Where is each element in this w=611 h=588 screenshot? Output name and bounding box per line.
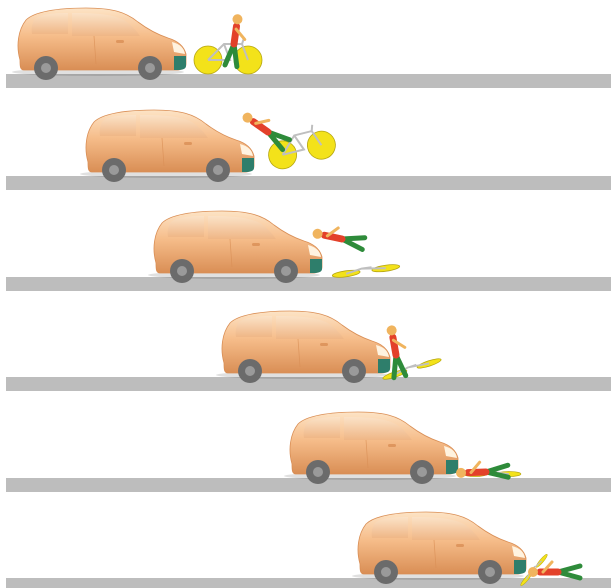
road-strip xyxy=(6,578,611,588)
wheel-hub xyxy=(41,63,51,73)
car-bumper xyxy=(174,56,186,70)
wheel-hub xyxy=(349,366,359,376)
car xyxy=(216,311,390,383)
dummy-head xyxy=(528,567,538,577)
cyclist-dummy xyxy=(311,223,365,249)
car xyxy=(80,110,254,182)
cyclist-dummy xyxy=(528,562,580,578)
car-door-handle xyxy=(320,343,328,346)
car-door-handle xyxy=(116,40,124,43)
wheel-hub xyxy=(417,467,427,477)
car xyxy=(148,211,322,283)
car xyxy=(284,412,458,484)
wheel-hub xyxy=(109,165,119,175)
road-strip xyxy=(6,277,611,291)
car xyxy=(352,512,526,584)
road-strip xyxy=(6,478,611,492)
car-door-handle xyxy=(252,243,260,246)
frame-5 xyxy=(6,412,611,492)
frame-6 xyxy=(6,512,611,588)
car xyxy=(12,8,186,80)
wheel-hub xyxy=(313,467,323,477)
bicycle xyxy=(332,263,400,278)
dummy-head xyxy=(312,228,324,240)
dummy-head xyxy=(386,325,398,337)
car-door-handle xyxy=(388,444,396,447)
road-strip xyxy=(6,377,611,391)
car-bumper xyxy=(378,359,390,373)
wheel-hub xyxy=(145,63,155,73)
wheel-hub xyxy=(381,567,391,577)
wheel-hub xyxy=(245,366,255,376)
wheel-hub xyxy=(281,266,291,276)
road-strip xyxy=(6,74,611,88)
car-door-handle xyxy=(456,544,464,547)
bicycle xyxy=(264,120,339,171)
car-bumper xyxy=(242,158,254,172)
wheel-hub xyxy=(213,165,223,175)
frame-4 xyxy=(6,311,611,391)
frame-2 xyxy=(6,107,611,190)
car-bumper xyxy=(514,560,526,574)
wheel-hub xyxy=(485,567,495,577)
frame-3 xyxy=(6,211,611,291)
car-bumper xyxy=(310,259,322,273)
frame-1 xyxy=(6,8,611,88)
car-door-handle xyxy=(184,142,192,145)
road-strip xyxy=(6,176,611,190)
dummy-head xyxy=(232,14,243,25)
wheel-hub xyxy=(177,266,187,276)
bicycle-wheel xyxy=(416,357,442,370)
